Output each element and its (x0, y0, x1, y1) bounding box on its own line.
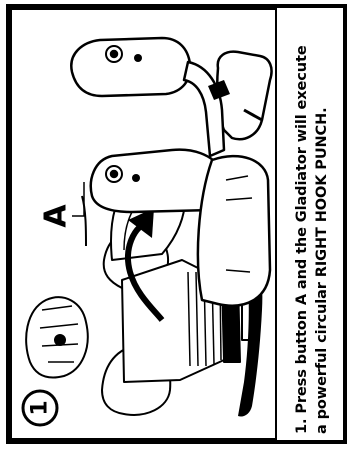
caption-area: 1. Press button A and the Gladiator will… (281, 8, 343, 440)
step-number-badge: 1 (21, 389, 59, 427)
caption-line-2: a powerful circular RIGHT HOOK PUNCH. (314, 107, 330, 434)
illustration-frame: 1 (10, 8, 277, 440)
instruction-caption: 1. Press button A and the Gladiator will… (292, 14, 332, 434)
button-letter: A (39, 204, 74, 228)
controller (70, 36, 273, 307)
button-a-label: A (39, 182, 85, 228)
caption-line-1: 1. Press button A and the Gladiator will… (294, 45, 310, 434)
step-number: 1 (28, 400, 53, 415)
illustration: 1 (21, 36, 273, 427)
